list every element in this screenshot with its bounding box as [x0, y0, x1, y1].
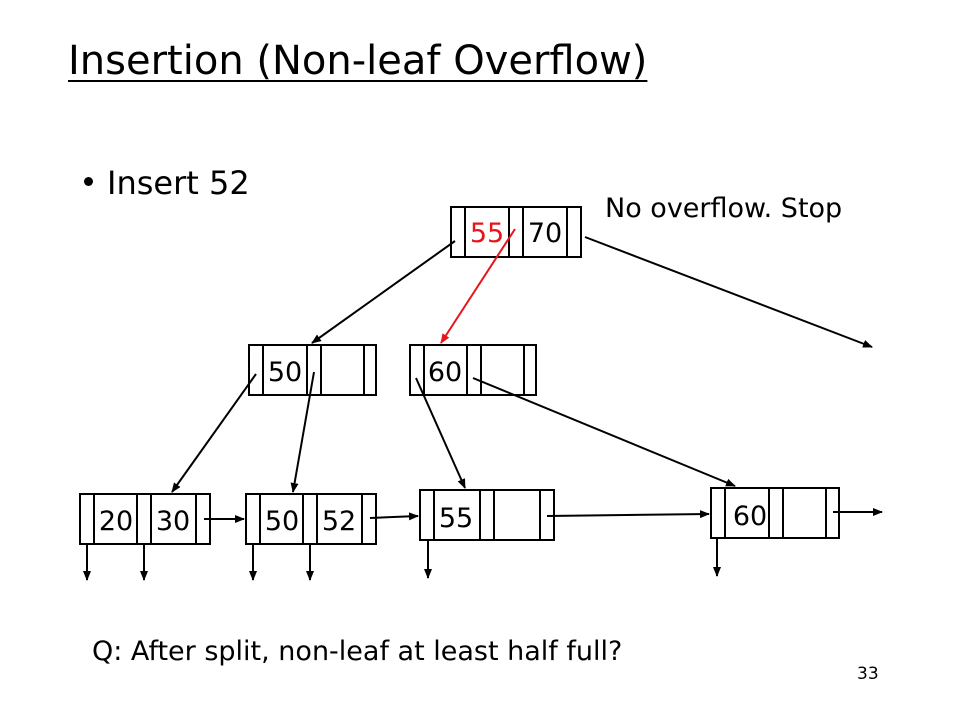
leaf-2-key-2: 52 [322, 506, 356, 537]
leaf-node-4: 60 [710, 487, 840, 539]
leaf-node-1: 20 30 [79, 493, 211, 545]
leaf-4-key-1: 60 [733, 501, 767, 532]
leaf-1-key-1: 20 [99, 506, 133, 537]
question-text: Q: After split, non-leaf at least half f… [92, 636, 623, 667]
leaf-node-1-box [79, 493, 211, 545]
leaf-node-3-box [419, 489, 555, 541]
arrow-leaf-3-to-leaf-4 [546, 510, 710, 519]
internal-node-2-box [409, 344, 537, 396]
internal-2-key-1: 60 [428, 357, 462, 388]
no-overflow-note: No overflow. Stop [605, 193, 843, 224]
bullet-item: Insert 52 [84, 164, 250, 202]
leaf-node-2-box [245, 493, 377, 545]
internal-1-key-1: 50 [268, 357, 302, 388]
arrow-root-to-right [584, 236, 873, 348]
leaf-node-2: 50 52 [245, 493, 377, 545]
arrow-internal-1-to-leaf-1 [171, 373, 257, 493]
arrow-root-to-internal-1 [311, 240, 456, 344]
arrow-internal-2-to-leaf-4 [472, 377, 736, 487]
internal-node-1: 50 [248, 344, 377, 396]
arrow-leaf-2-to-leaf-3 [369, 512, 419, 521]
root-key-2: 70 [528, 218, 562, 249]
bullet-text: Insert 52 [107, 164, 250, 202]
pointer-arrows [83, 236, 883, 581]
root-node-box [450, 206, 582, 258]
leaf-node-4-box [710, 487, 840, 539]
internal-node-1-box [248, 344, 377, 396]
bullet-dot-icon [84, 176, 93, 186]
leaf-1-key-2: 30 [156, 506, 190, 537]
leaf-2-key-1: 50 [265, 506, 299, 537]
leaf-3-key-1: 55 [439, 503, 473, 534]
new-pointer-arrow [440, 228, 516, 344]
root-node: 55 70 [450, 206, 582, 258]
internal-node-2: 60 [409, 344, 537, 396]
slide-title: Insertion (Non-leaf Overflow) [68, 38, 648, 84]
arrow-internal-1-to-leaf-2 [290, 371, 315, 493]
arrow-internal-2-to-leaf-3 [415, 377, 466, 489]
leaf-node-3: 55 [419, 489, 555, 541]
page-number: 33 [857, 664, 879, 684]
root-key-1: 55 [470, 218, 504, 249]
